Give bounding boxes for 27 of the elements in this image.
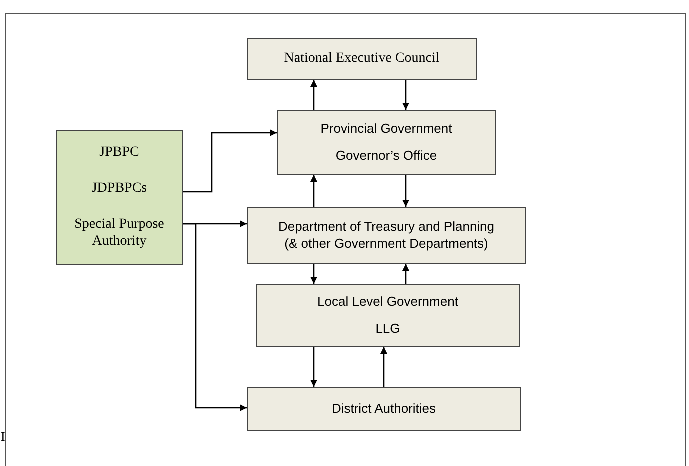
- box-label: LLG: [376, 320, 400, 337]
- arrow: [310, 80, 318, 110]
- box-label: Department of Treasury and Planning (& other Government Departments): [277, 219, 496, 252]
- box-label: JDPBPCs: [92, 180, 148, 198]
- arrow: [402, 264, 410, 284]
- arrow: [402, 80, 410, 110]
- arrow: [310, 264, 318, 284]
- organization-box: [247, 387, 521, 431]
- cut-off-text: I: [1, 428, 6, 446]
- box-label: Local Level Government: [318, 294, 458, 310]
- organization-box: [256, 284, 520, 347]
- authority-box: [56, 130, 183, 265]
- box-label: Provincial Government: [320, 120, 452, 137]
- box-label: Governor’s Office: [336, 148, 438, 164]
- arrow: [310, 175, 318, 207]
- arrow: [402, 175, 410, 207]
- box-label: District Authorities: [332, 400, 436, 418]
- organization-box: [277, 110, 496, 175]
- arrow: [380, 347, 388, 387]
- arrow: [310, 347, 318, 387]
- box-label: Special Purpose Authority: [74, 216, 166, 251]
- organization-box: [247, 207, 526, 264]
- organization-box: [247, 38, 477, 80]
- box-label: JPBPC: [100, 144, 140, 162]
- arrow: [183, 223, 247, 412]
- box-label: National Executive Council: [284, 50, 440, 68]
- arrow: [183, 130, 277, 193]
